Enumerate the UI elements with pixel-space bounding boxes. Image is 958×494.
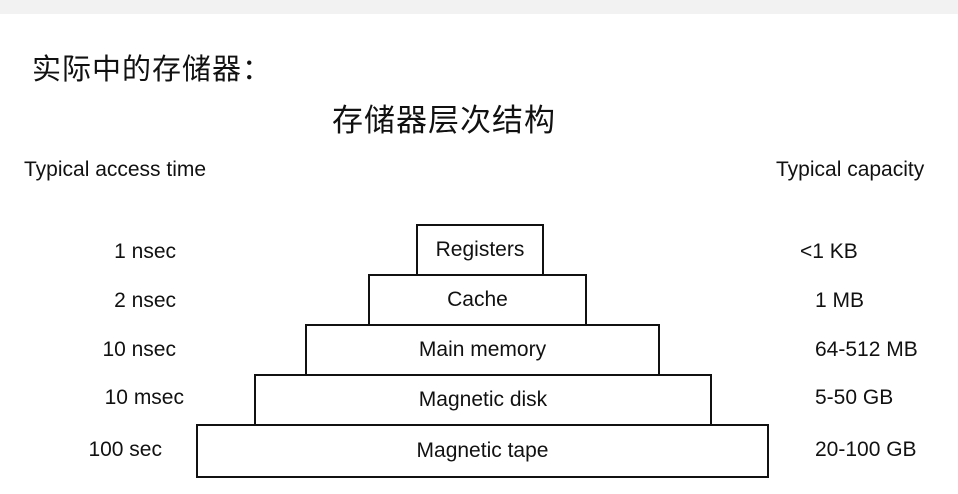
capacity-registers: <1 KB bbox=[800, 240, 858, 263]
access-time-magnetic-disk: 10 msec bbox=[104, 386, 184, 409]
level-registers: Registers bbox=[416, 224, 544, 276]
level-magnetic-disk: Magnetic disk bbox=[254, 374, 712, 426]
level-magnetic-tape: Magnetic tape bbox=[196, 424, 769, 478]
access-time-registers: 1 nsec bbox=[114, 240, 176, 263]
level-cache: Cache bbox=[368, 274, 587, 326]
capacity-magnetic-disk: 5-50 GB bbox=[815, 386, 894, 409]
level-main-memory: Main memory bbox=[305, 324, 660, 376]
access-time-magnetic-tape: 100 sec bbox=[88, 438, 162, 461]
capacity-header: Typical capacity bbox=[776, 158, 925, 181]
capacity-main-memory: 64-512 MB bbox=[815, 338, 918, 361]
access-time-cache: 2 nsec bbox=[114, 289, 176, 312]
slide-heading: 实际中的存储器： bbox=[32, 52, 273, 86]
access-time-main-memory: 10 nsec bbox=[102, 338, 176, 361]
access-time-header: Typical access time bbox=[24, 158, 207, 181]
diagram-title: 存储器层次结构 bbox=[332, 103, 556, 139]
capacity-cache: 1 MB bbox=[815, 289, 865, 312]
capacity-magnetic-tape: 20-100 GB bbox=[815, 438, 917, 461]
top-strip bbox=[0, 0, 958, 14]
